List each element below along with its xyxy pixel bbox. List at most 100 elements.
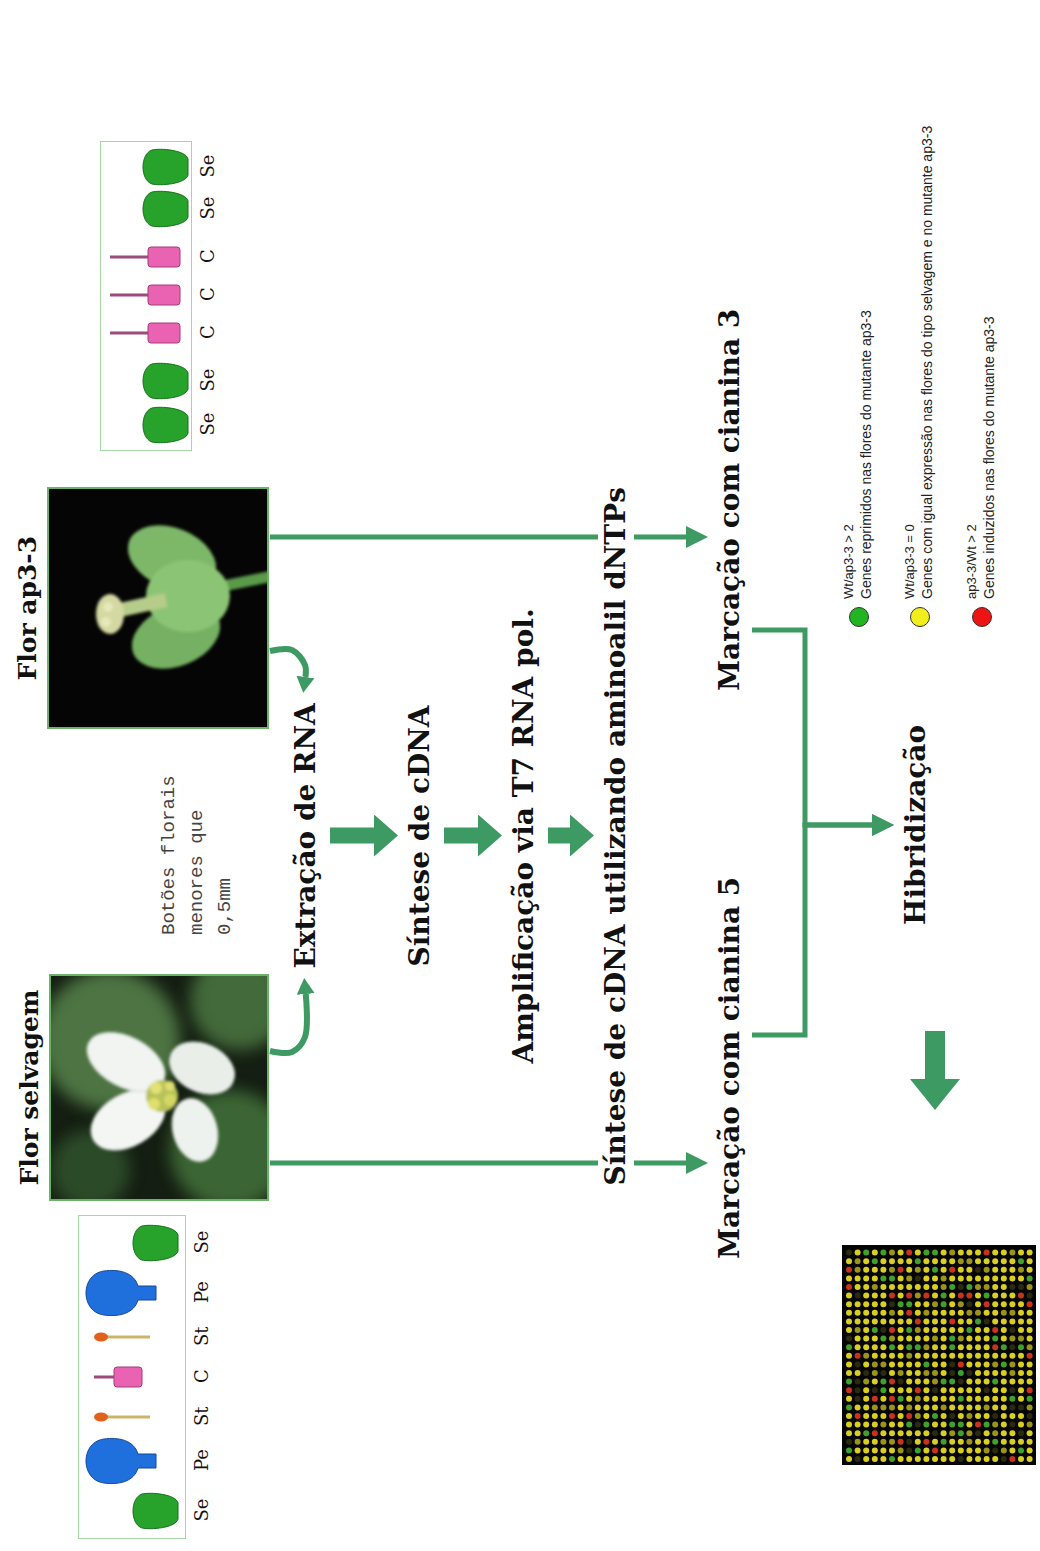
array-spot <box>984 1370 990 1376</box>
array-spot <box>898 1310 904 1316</box>
array-spot <box>872 1396 878 1402</box>
array-spot <box>975 1422 981 1428</box>
array-spot <box>1009 1404 1015 1410</box>
array-spot <box>984 1301 990 1307</box>
array-spot <box>1018 1361 1024 1367</box>
array-spot <box>880 1353 886 1359</box>
array-spot <box>1018 1353 1024 1359</box>
array-spot <box>1027 1327 1033 1333</box>
array-spot <box>915 1404 921 1410</box>
array-spot <box>898 1327 904 1333</box>
array-spot <box>966 1404 972 1410</box>
step-text: Síntese de cDNA utilizando aminoalil dNT… <box>598 487 634 1186</box>
array-spot <box>1027 1413 1033 1419</box>
array-spot <box>975 1396 981 1402</box>
array-spot <box>915 1250 921 1256</box>
array-spot <box>889 1387 895 1393</box>
wild-type-photo <box>40 950 290 1210</box>
array-spot <box>941 1293 947 1299</box>
array-spot <box>932 1344 938 1350</box>
photo-title: Flor ap3-3 <box>12 536 44 681</box>
array-spot <box>889 1267 895 1273</box>
array-spot <box>863 1422 869 1428</box>
array-spot <box>992 1379 998 1385</box>
array-spot <box>898 1301 904 1307</box>
array-spot <box>898 1275 904 1281</box>
array-spot <box>880 1447 886 1453</box>
array-spot <box>863 1387 869 1393</box>
array-spot <box>915 1396 921 1402</box>
array-spot <box>846 1396 852 1402</box>
array-spot <box>941 1284 947 1290</box>
array-spot <box>872 1267 878 1273</box>
array-spot <box>1001 1379 1007 1385</box>
array-spot <box>855 1310 861 1316</box>
array-spot <box>941 1275 947 1281</box>
process-step: Extração de RNA <box>288 697 324 974</box>
array-spot <box>975 1310 981 1316</box>
array-spot <box>872 1310 878 1316</box>
array-spot <box>1001 1370 1007 1376</box>
array-spot <box>898 1284 904 1290</box>
array-spot <box>992 1275 998 1281</box>
photo-frame: Flor selvagem <box>50 975 268 1200</box>
array-spot <box>1027 1310 1033 1316</box>
array-spot <box>975 1430 981 1436</box>
array-spot <box>949 1379 955 1385</box>
microarray-image <box>842 1245 1036 1465</box>
array-spot <box>906 1361 912 1367</box>
array-spot <box>958 1396 964 1402</box>
array-spot <box>872 1370 878 1376</box>
array-spot <box>1027 1258 1033 1264</box>
array-spot <box>923 1301 929 1307</box>
array-spot <box>846 1284 852 1290</box>
array-spot <box>872 1379 878 1385</box>
array-spot <box>880 1310 886 1316</box>
array-spot <box>906 1275 912 1281</box>
array-spot <box>984 1275 990 1281</box>
step-text: Marcação com cianina 3 <box>712 309 748 691</box>
array-spot <box>846 1404 852 1410</box>
step-text: Extração de RNA <box>288 703 324 968</box>
array-spot <box>889 1336 895 1342</box>
array-spot <box>923 1396 929 1402</box>
array-spot <box>1027 1439 1033 1445</box>
array-spot <box>984 1258 990 1264</box>
array-spot <box>906 1318 912 1324</box>
array-spot <box>915 1275 921 1281</box>
array-spot <box>1001 1361 1007 1367</box>
array-spot <box>949 1439 955 1445</box>
array-spot <box>941 1404 947 1410</box>
array-spot <box>872 1387 878 1393</box>
array-spot <box>984 1310 990 1316</box>
array-spot <box>846 1387 852 1393</box>
array-spot <box>1001 1413 1007 1419</box>
array-spot <box>880 1361 886 1367</box>
process-step: Marcação com cianina 5 <box>712 871 748 1265</box>
array-spot <box>889 1361 895 1367</box>
array-spot <box>923 1275 929 1281</box>
array-spot <box>1018 1336 1024 1342</box>
process-step: Marcação com cianina 3 <box>712 303 748 697</box>
array-spot <box>915 1361 921 1367</box>
array-spot <box>846 1361 852 1367</box>
array-spot <box>958 1301 964 1307</box>
array-spot <box>923 1404 929 1410</box>
array-spot <box>949 1456 955 1462</box>
array-spot <box>949 1344 955 1350</box>
array-spot <box>992 1430 998 1436</box>
array-spot <box>880 1370 886 1376</box>
array-spot <box>1018 1310 1024 1316</box>
array-spot <box>1009 1336 1015 1342</box>
array-spot <box>975 1379 981 1385</box>
array-spot <box>992 1250 998 1256</box>
array-spot <box>1009 1293 1015 1299</box>
array-spot <box>880 1275 886 1281</box>
array-spot <box>975 1447 981 1453</box>
flow-arrow <box>548 828 570 844</box>
array-spot <box>1009 1439 1015 1445</box>
array-spot <box>880 1258 886 1264</box>
array-spot <box>1009 1387 1015 1393</box>
array-spot <box>1018 1258 1024 1264</box>
array-spot <box>958 1361 964 1367</box>
